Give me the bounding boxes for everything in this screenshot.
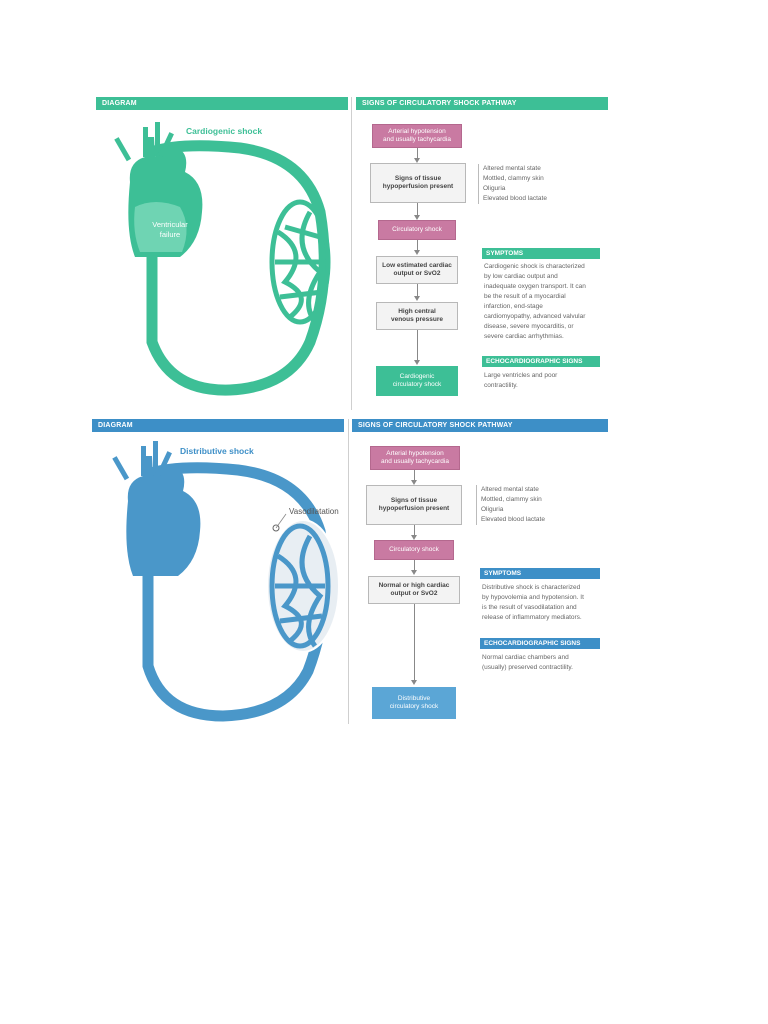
connector-line xyxy=(414,604,415,680)
echo-header: ECHOCARDIOGRAPHIC SIGNS xyxy=(482,356,600,367)
step-text-line: Signs of tissue xyxy=(390,497,438,504)
symptoms-line: be the result of a myocardial xyxy=(484,293,566,300)
sign-item: Altered mental state xyxy=(483,165,541,172)
step-low-cardiac-output: Low estimated cardiac output or SvO2 xyxy=(376,256,458,284)
heart-label-line2: failure xyxy=(160,230,180,239)
echo-line: contractility. xyxy=(484,382,518,389)
final-cardiogenic-shock: Cardiogenic circulatory shock xyxy=(376,366,458,396)
final-distributive-shock: Distributive circulatory shock xyxy=(372,687,456,719)
arrow-down-icon xyxy=(414,296,420,301)
symptoms-line: by hypovolemia and hypotension. It xyxy=(482,594,584,601)
symptoms-line: release of inflammatory mediators. xyxy=(482,614,582,621)
connector-line xyxy=(414,525,415,535)
arrow-down-icon xyxy=(414,215,420,220)
step-normal-high-cardiac-output: Normal or high cardiac output or SvO2 xyxy=(368,576,460,604)
step-text-line: Cardiogenic xyxy=(399,373,435,380)
step-text-line: output or SvO2 xyxy=(390,590,438,597)
arrow-down-icon xyxy=(411,680,417,685)
step-text-line: venous pressure xyxy=(390,316,444,323)
arrow-down-icon xyxy=(411,535,417,540)
diagram-title: Cardiogenic shock xyxy=(186,126,263,136)
sign-item: Altered mental state xyxy=(481,486,539,493)
step-text-line: Circulatory shock xyxy=(389,546,439,553)
arrow-down-icon xyxy=(411,480,417,485)
step-text-line: Low estimated cardiac xyxy=(382,262,452,269)
step-arterial-hypotension: Arterial hypotension and usually tachyca… xyxy=(372,124,462,148)
echo-line: Normal cardiac chambers and xyxy=(482,654,569,661)
echo-line: (usually) preserved contractility. xyxy=(482,664,573,671)
distributive-circulation-diagram xyxy=(112,441,340,722)
symptoms-line: by low cardiac output and xyxy=(484,273,558,280)
step-text-line: hypoperfusion present xyxy=(382,183,454,190)
step-tissue-hypoperfusion: Signs of tissue hypoperfusion present xyxy=(370,163,466,203)
arrow-down-icon xyxy=(414,250,420,255)
symptoms-header: SYMPTOMS xyxy=(482,248,600,259)
connector-line xyxy=(417,330,418,360)
hypoperfusion-signs: Altered mental state Mottled, clammy ski… xyxy=(476,485,545,525)
step-text-line: High central xyxy=(398,308,436,315)
symptoms-line: disease, severe myocarditis, or xyxy=(484,323,574,330)
arrow-down-icon xyxy=(414,360,420,365)
sign-item: Mottled, clammy skin xyxy=(483,175,544,182)
echo-line: Large ventricles and poor xyxy=(484,372,558,379)
step-text-line: Circulatory shock xyxy=(392,226,442,233)
vasodilatation-label: Vasodilatation xyxy=(289,507,339,516)
step-text-line: and usually tachycardia xyxy=(381,458,449,465)
diagram-header: DIAGRAM xyxy=(96,97,348,110)
symptoms-line: Distributive shock is characterized xyxy=(482,584,581,591)
symptoms-header: SYMPTOMS xyxy=(480,568,600,579)
step-high-venous-pressure: High central venous pressure xyxy=(376,302,458,330)
sign-item: Oliguria xyxy=(483,185,506,192)
symptoms-line: is the result of vasodilatation and xyxy=(482,604,577,611)
connector-line xyxy=(417,284,418,296)
panel-divider xyxy=(351,97,352,410)
connector-line xyxy=(417,240,418,250)
step-circulatory-shock: Circulatory shock xyxy=(374,540,454,560)
symptoms-text: Distributive shock is characterized by h… xyxy=(482,583,606,623)
step-text-line: Arterial hypotension xyxy=(388,128,446,135)
symptoms-line: Cardiogenic shock is characterized xyxy=(484,263,585,270)
symptoms-line: infarction, end-stage xyxy=(484,303,543,310)
connector-line xyxy=(417,148,418,158)
step-text-line: Signs of tissue xyxy=(394,175,442,182)
step-text-line: Distributive xyxy=(397,695,431,702)
step-text-line: output or SvO2 xyxy=(393,270,441,277)
step-arterial-hypotension: Arterial hypotension and usually tachyca… xyxy=(370,446,460,470)
cardiogenic-circulation-diagram: Ventricular failure xyxy=(114,122,331,396)
symptoms-line: inadequate oxygen transport. It can xyxy=(484,283,586,290)
connector-line xyxy=(417,203,418,215)
step-text-line: Normal or high cardiac xyxy=(378,582,450,589)
step-text-line: circulatory shock xyxy=(389,703,439,710)
sign-item: Mottled, clammy skin xyxy=(481,496,542,503)
symptoms-line: severe cardiac arrhythmias. xyxy=(484,333,564,340)
panel-divider xyxy=(348,419,349,724)
echo-text: Large ventricles and poor contractility. xyxy=(484,371,604,391)
pathway-header: SIGNS OF CIRCULATORY SHOCK PATHWAY xyxy=(352,419,608,432)
sign-item: Oliguria xyxy=(481,506,504,513)
symptoms-text: Cardiogenic shock is characterized by lo… xyxy=(484,262,604,342)
arrow-down-icon xyxy=(414,158,420,163)
connector-line xyxy=(414,470,415,480)
hypoperfusion-signs: Altered mental state Mottled, clammy ski… xyxy=(478,164,547,204)
step-circulatory-shock: Circulatory shock xyxy=(378,220,456,240)
step-text-line: and usually tachycardia xyxy=(383,136,451,143)
sign-item: Elevated blood lactate xyxy=(483,195,547,202)
diagram-title: Distributive shock xyxy=(180,446,254,456)
echo-text: Normal cardiac chambers and (usually) pr… xyxy=(482,653,606,673)
diagram-header: DIAGRAM xyxy=(92,419,344,432)
sign-item: Elevated blood lactate xyxy=(481,516,545,523)
pathway-header: SIGNS OF CIRCULATORY SHOCK PATHWAY xyxy=(356,97,608,110)
echo-header: ECHOCARDIOGRAPHIC SIGNS xyxy=(480,638,600,649)
arrow-down-icon xyxy=(411,570,417,575)
step-text-line: Arterial hypotension xyxy=(386,450,444,457)
step-text-line: circulatory shock xyxy=(392,381,442,388)
connector-line xyxy=(414,560,415,570)
heart-label-line1: Ventricular xyxy=(152,220,188,229)
symptoms-line: cardiomyopathy, advanced valvular xyxy=(484,313,586,320)
step-tissue-hypoperfusion: Signs of tissue hypoperfusion present xyxy=(366,485,462,525)
step-text-line: hypoperfusion present xyxy=(378,505,450,512)
